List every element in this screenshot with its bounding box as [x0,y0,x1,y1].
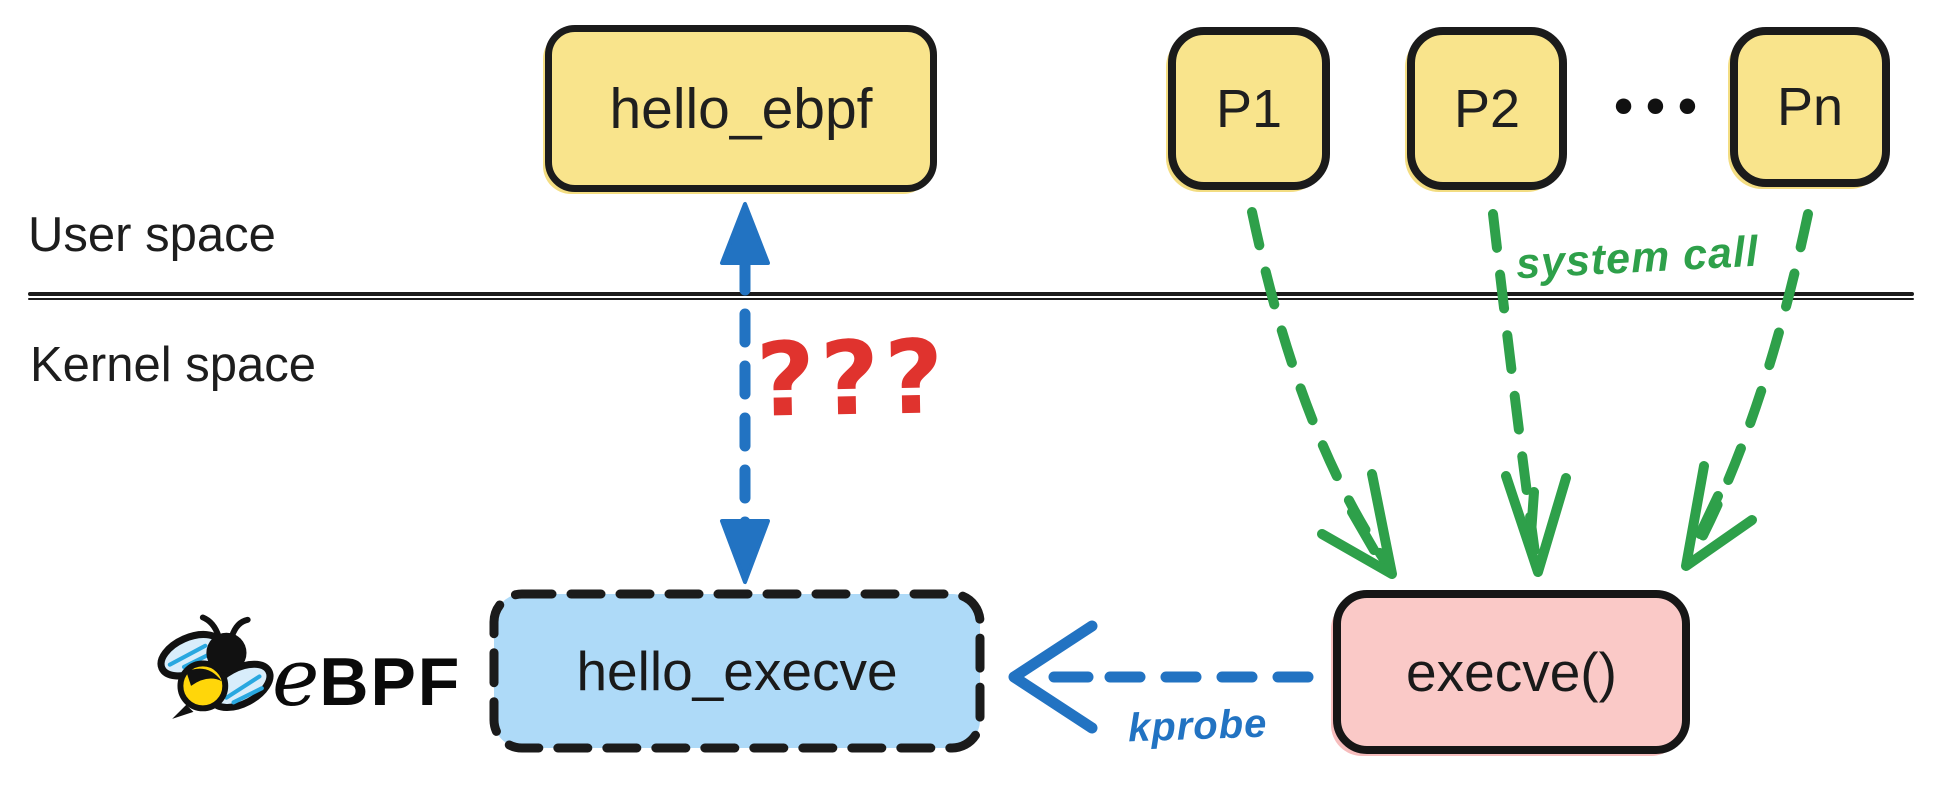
box-execve: execve() [1333,590,1690,754]
arrow-up-head [720,202,770,265]
box-hello-ebpf: hello_ebpf [545,25,937,192]
box-hello-ebpf-label: hello_ebpf [609,76,873,141]
box-p2: P2 [1407,27,1567,190]
kprobe-arrowhead [1008,620,1098,734]
box-hello-execve: hello_execve [494,594,980,748]
question-marks: ??? [754,318,950,441]
ebpf-logo-bpf: BPF [319,644,462,720]
arrowhead-pn [1681,461,1757,571]
ellipsis-glyphs: ••• [1614,76,1710,136]
arrowhead-p1 [1317,469,1397,579]
arrowhead-p2-inner [1526,487,1539,539]
ellipsis-dots: ••• [1602,78,1722,134]
arrowhead-p1-inner [1347,507,1379,555]
arrow-down-head [720,519,770,584]
divider-line-bottom [28,298,1914,300]
box-pn-label: Pn [1776,77,1844,137]
ebpf-bee-icon [157,614,274,719]
box-p1-label: P1 [1215,78,1283,139]
box-pn: Pn [1730,27,1890,187]
system-call-arrow-p1 [1247,207,1395,573]
user-kernel-divider [28,292,1914,300]
box-p2-label: P2 [1453,78,1521,139]
label-kernel-space: Kernel space [30,338,317,392]
divider-line-top [28,292,1914,296]
system-call-arrows [1247,207,1813,579]
ebpf-logo-e: e [272,631,320,724]
kprobe-arrow [1008,620,1336,734]
box-p1: P1 [1168,27,1330,190]
label-user-space: User space [28,208,276,262]
box-hello-execve-label: hello_execve [576,640,898,702]
arrow-userspace-kernel [720,202,770,584]
ebpf-logo-text: e BPF [272,638,461,722]
arrowhead-pn-inner [1695,491,1723,539]
box-execve-label: execve() [1406,641,1617,703]
label-kprobe: kprobe [1127,701,1269,751]
box-hello-execve-outline [489,589,985,753]
arrowhead-p2 [1501,471,1571,577]
